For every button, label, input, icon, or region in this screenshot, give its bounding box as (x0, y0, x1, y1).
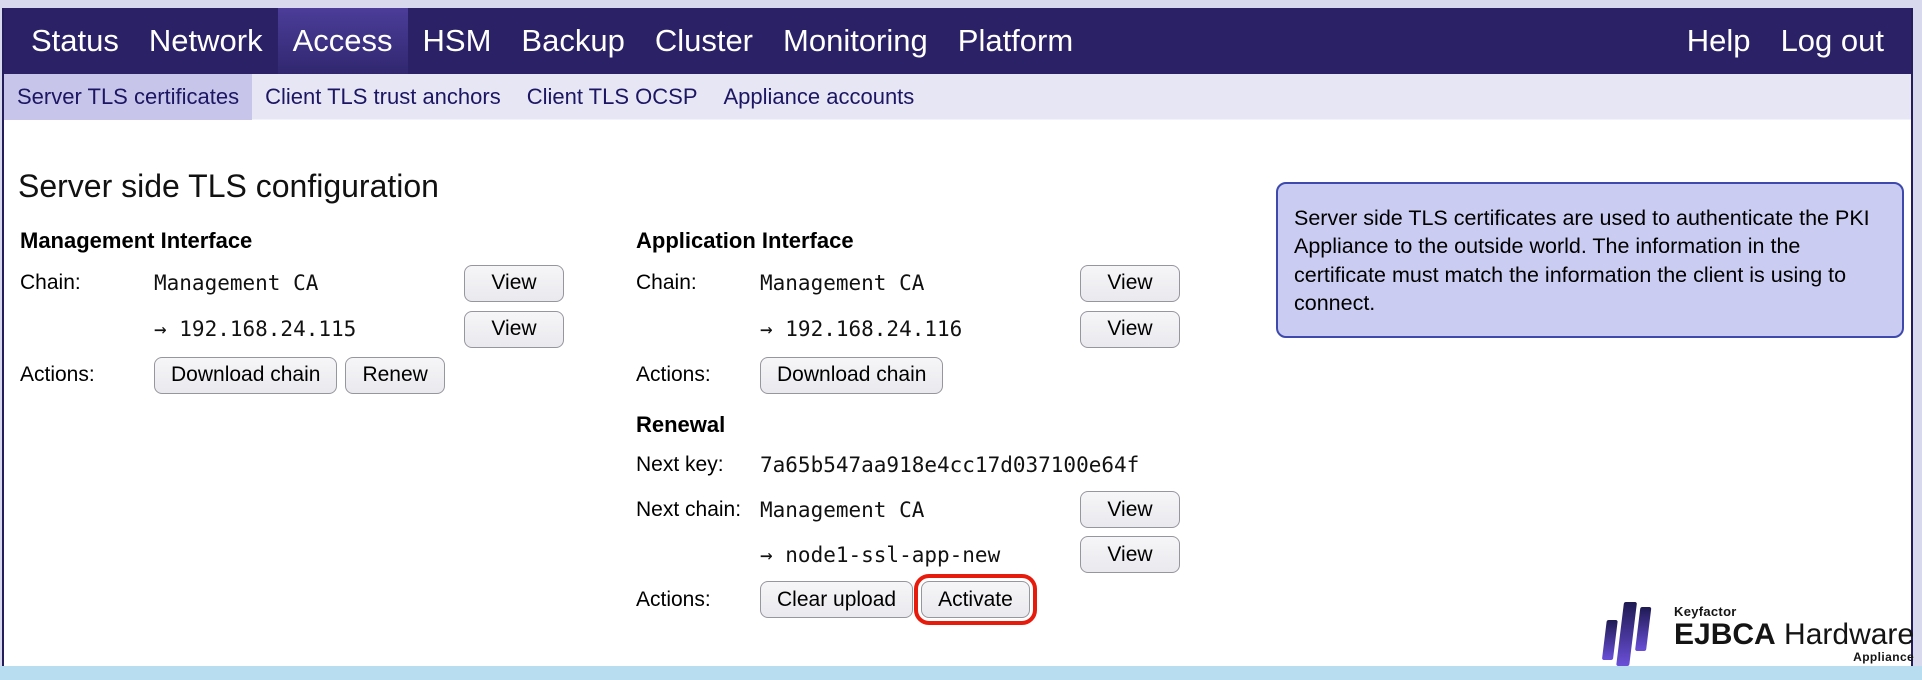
subnav-client-tls-ocsp[interactable]: Client TLS OCSP (526, 83, 698, 109)
application-actions-label: Actions: (636, 363, 711, 386)
management-interface-section: Chain: Management CA View → 192.168.24.1… (20, 260, 564, 398)
bottom-bar (0, 666, 1922, 680)
nav-item-cluster[interactable]: Cluster (654, 23, 754, 58)
application-chain-root-view-button[interactable]: View (1080, 264, 1180, 302)
nav-item-access[interactable]: Access (277, 8, 408, 74)
renewal-clear-upload-button[interactable]: Clear upload (760, 581, 914, 618)
renewal-next-key-label: Next key: (636, 452, 724, 476)
management-chain-root-view-button[interactable]: View (464, 264, 564, 302)
management-renew-button[interactable]: Renew (345, 356, 445, 394)
renewal-next-key-value: 7a65b547aa918e4cc17d037100e64f (760, 452, 1140, 477)
renewal-next-chain-label: Next chain: (636, 497, 742, 521)
renewal-section: Next key: 7a65b547aa918e4cc17d037100e64f… (636, 442, 1180, 625)
renewal-chain-leaf: → node1-ssl-app-new (760, 542, 1001, 567)
logo-subtitle-text: Appliance (1853, 650, 1915, 665)
subnav-appliance-accounts[interactable]: Appliance accounts (723, 83, 915, 109)
management-chain-label: Chain: (20, 271, 81, 294)
info-box-text: Server side TLS certificates are used to… (1294, 206, 1870, 316)
application-chain-label: Chain: (636, 271, 697, 294)
management-actions-label: Actions: (20, 363, 95, 386)
application-chain-root: Management CA (760, 271, 925, 295)
renewal-chain-leaf-view-button[interactable]: View (1080, 536, 1180, 573)
application-interface-title: Application Interface (636, 228, 854, 253)
subnav-server-tls-certificates[interactable]: Server TLS certificates (4, 73, 253, 120)
renewal-activate-button[interactable]: Activate (914, 574, 1037, 625)
logo-product-text: EJBCA Hardware (1674, 617, 1915, 651)
management-download-chain-button[interactable]: Download chain (154, 356, 338, 394)
nav-item-monitoring[interactable]: Monitoring (783, 23, 928, 58)
logo-brand-text: Keyfactor (1674, 603, 1737, 619)
nav-item-network[interactable]: Network (148, 23, 263, 58)
app-window: Status Network Access HSM Backup Cluster… (2, 8, 1914, 666)
renewal-title: Renewal (636, 412, 726, 437)
nav-item-help[interactable]: Help (1686, 23, 1751, 58)
info-box: Server side TLS certificates are used to… (1276, 182, 1904, 338)
nav-item-hsm[interactable]: HSM (422, 23, 492, 58)
management-interface-title: Management Interface (20, 228, 253, 253)
subnav-client-tls-trust-anchors[interactable]: Client TLS trust anchors (265, 83, 501, 109)
renewal-chain-root: Management CA (760, 497, 925, 522)
application-chain-leaf-view-button[interactable]: View (1080, 310, 1180, 348)
top-navigation-bar: Status Network Access HSM Backup Cluster… (4, 8, 1911, 74)
nav-item-backup[interactable]: Backup (521, 23, 625, 58)
page-title: Server side TLS configuration (18, 168, 439, 204)
application-interface-section: Chain: Management CA View → 192.168.24.1… (636, 260, 1180, 398)
renewal-chain-root-view-button[interactable]: View (1080, 491, 1180, 528)
nav-item-status[interactable]: Status (31, 23, 119, 58)
application-chain-leaf: → 192.168.24.116 (760, 317, 963, 341)
keyfactor-ejbca-logo: Keyfactor EJBCA Hardware Appliance (1602, 594, 1914, 675)
nav-item-platform[interactable]: Platform (957, 23, 1074, 58)
nav-item-logout[interactable]: Log out (1780, 23, 1884, 58)
sub-navigation-bar: Server TLS certificates Client TLS trust… (4, 73, 1911, 120)
main-content: Server side TLS configuration Management… (4, 120, 1914, 666)
management-chain-leaf: → 192.168.24.115 (154, 317, 357, 341)
keyfactor-logo-icon (1602, 594, 1660, 675)
management-chain-leaf-view-button[interactable]: View (464, 310, 564, 348)
management-chain-root: Management CA (154, 271, 319, 295)
application-download-chain-button[interactable]: Download chain (760, 356, 944, 394)
renewal-actions-label: Actions: (636, 587, 711, 611)
